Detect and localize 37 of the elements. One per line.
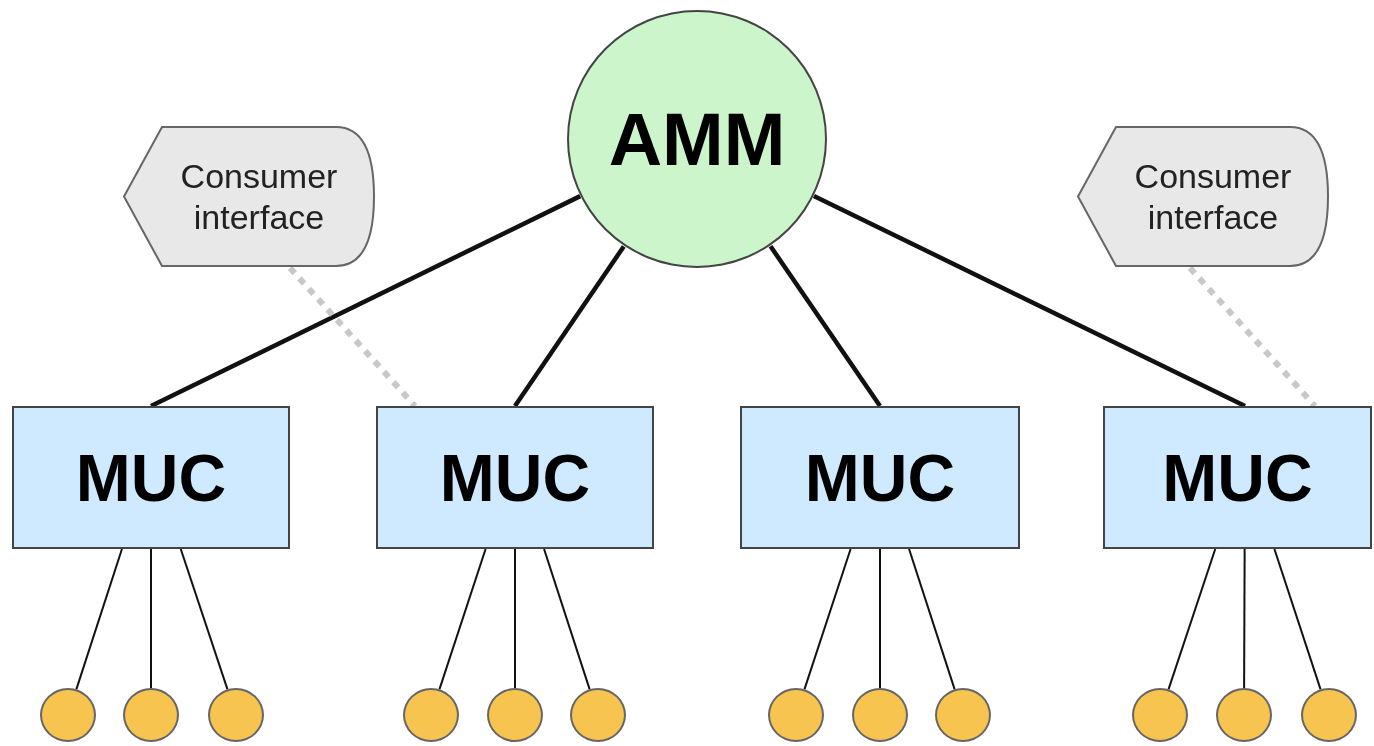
connector-line [1167, 548, 1217, 691]
connector-line [803, 548, 852, 691]
connector-line [879, 548, 881, 689]
device-circle [403, 688, 459, 742]
device-circle [852, 688, 908, 742]
device-circle [40, 688, 96, 742]
unit-box: MUC [740, 406, 1020, 549]
device-circle [1301, 688, 1357, 742]
connector-line [768, 244, 882, 408]
unit-box: MUC [12, 406, 290, 549]
device-circle [1132, 688, 1188, 742]
connector-line [908, 548, 956, 691]
connector-line [438, 548, 487, 691]
connector-line [1243, 548, 1246, 689]
connector-line [513, 245, 626, 408]
connector-line [812, 193, 1246, 409]
dotted-link [1187, 266, 1318, 408]
connector-line [1273, 548, 1322, 691]
device-circle [768, 688, 824, 742]
connector-line [150, 548, 152, 689]
interface-tag: Consumer interface [1076, 125, 1330, 268]
device-circle [570, 688, 626, 742]
unit-box: MUC [376, 406, 654, 549]
unit-box: MUC [1103, 406, 1372, 549]
interface-tag: Consumer interface [122, 125, 376, 268]
device-circle [208, 688, 264, 742]
device-circle [1216, 688, 1272, 742]
device-circle [123, 688, 179, 742]
hub-circle: AMM [567, 10, 827, 268]
device-circle [935, 688, 991, 742]
connector-line [75, 548, 123, 691]
device-circle [487, 688, 543, 742]
connector-line [150, 194, 582, 409]
connector-line [514, 548, 516, 689]
connector-line [543, 548, 591, 691]
dotted-link [287, 266, 418, 408]
connector-line [179, 548, 229, 691]
